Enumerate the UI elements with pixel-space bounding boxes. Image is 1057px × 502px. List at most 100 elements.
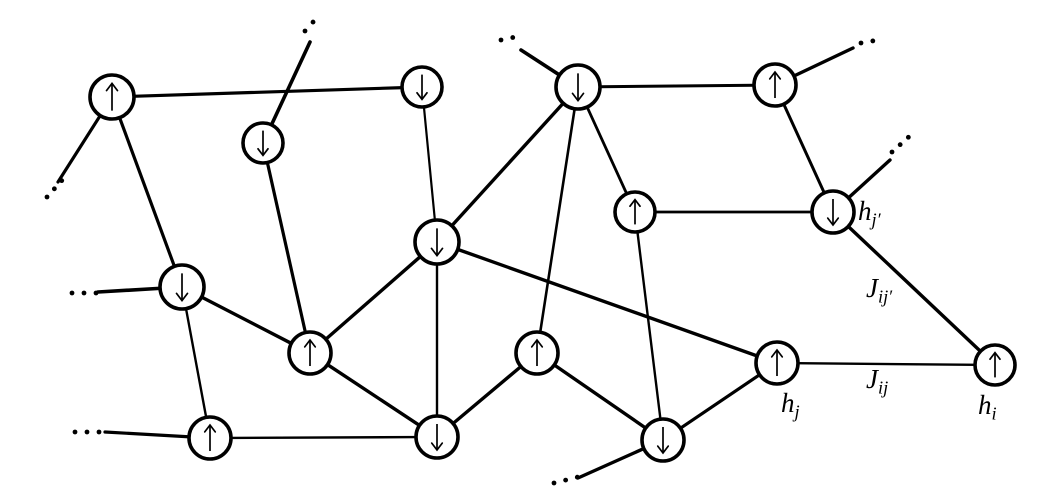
ellipsis-bottom-center bbox=[551, 474, 580, 486]
spin-node-n4[interactable] bbox=[554, 63, 602, 111]
stub-top-center bbox=[519, 48, 563, 78]
graph-edge-n11-n15 bbox=[450, 364, 524, 426]
arrow-head bbox=[989, 351, 1001, 361]
ellipsis-top-center bbox=[498, 35, 516, 43]
spin-node-n3[interactable] bbox=[400, 65, 444, 109]
ellipsis-dot bbox=[69, 290, 75, 296]
graph-edge-n3-n7 bbox=[422, 104, 437, 223]
ellipsis-top-left bbox=[302, 19, 316, 34]
spin-down-arrow-icon bbox=[430, 228, 444, 258]
ellipsis-dot bbox=[84, 429, 90, 435]
graph-edge-n4-n5 bbox=[597, 83, 757, 89]
label-J-ijprime: Jij′ bbox=[866, 275, 892, 306]
label-h-jprime: hj′ bbox=[858, 198, 881, 229]
spin-down-arrow-icon bbox=[571, 73, 585, 103]
ellipsis-mid-left bbox=[69, 290, 99, 296]
spin-node-n12[interactable] bbox=[754, 340, 800, 386]
spin-node-n7[interactable] bbox=[413, 218, 461, 266]
ellipsis-dot bbox=[44, 194, 50, 200]
spin-down-arrow-icon bbox=[175, 273, 189, 303]
graph-edge-n8-n16 bbox=[636, 229, 662, 422]
ellipsis-dot bbox=[889, 149, 895, 155]
spin-node-n14[interactable] bbox=[187, 415, 233, 461]
spin-up-arrow-icon bbox=[989, 351, 1001, 378]
graph-edge-n7-n10 bbox=[323, 253, 424, 342]
ellipsis-top-right bbox=[858, 38, 876, 46]
arrow-head bbox=[257, 147, 269, 157]
stub-top-right bbox=[791, 46, 855, 79]
label-base: J bbox=[866, 364, 878, 394]
label-subscript: i bbox=[991, 403, 997, 424]
spin-node-n1[interactable] bbox=[88, 73, 136, 121]
label-base: h bbox=[781, 388, 795, 418]
label-base: J bbox=[866, 273, 878, 303]
ellipsis-upper-left bbox=[44, 178, 65, 200]
label-base: h bbox=[978, 390, 992, 420]
arrow-head bbox=[530, 338, 544, 348]
graph-edge-n10-n15 bbox=[324, 362, 423, 428]
spin-down-arrow-icon bbox=[257, 130, 269, 157]
arrow-head bbox=[175, 292, 189, 303]
arrow-head bbox=[770, 348, 784, 358]
spin-node-n13[interactable] bbox=[973, 343, 1017, 387]
graph-edge-n5-n9 bbox=[781, 101, 827, 196]
stub-bottom-center bbox=[576, 446, 647, 480]
spin-up-arrow-icon bbox=[770, 348, 784, 377]
ellipsis-dot bbox=[574, 474, 580, 480]
spin-node-n10[interactable] bbox=[287, 330, 333, 376]
ellipsis-dot bbox=[870, 38, 876, 44]
spin-up-arrow-icon bbox=[768, 70, 782, 99]
arrow-head bbox=[656, 445, 670, 455]
spin-down-arrow-icon bbox=[416, 74, 428, 101]
ellipsis-dot bbox=[858, 40, 864, 46]
graph-edge-n6-n14 bbox=[184, 306, 208, 420]
arrow-head bbox=[105, 81, 119, 92]
ellipsis-dot bbox=[96, 429, 102, 435]
ellipsis-dot bbox=[302, 28, 308, 34]
label-subscript: ij′ bbox=[877, 286, 893, 307]
ellipsis-dot bbox=[81, 290, 87, 296]
ellipsis-dot bbox=[93, 290, 99, 296]
spin-down-arrow-icon bbox=[826, 198, 840, 227]
graph-edge-n4-n11 bbox=[538, 106, 577, 335]
arrow-head bbox=[430, 247, 444, 258]
label-h-j: hj bbox=[781, 390, 800, 421]
arrow-head bbox=[203, 423, 217, 433]
ellipsis-dot bbox=[897, 142, 903, 148]
edges-layer bbox=[117, 83, 984, 440]
label-base: h bbox=[858, 196, 872, 226]
spin-nodes-layer bbox=[88, 62, 1017, 463]
ellipsis-lower-left bbox=[72, 429, 102, 435]
spin-down-arrow-icon bbox=[430, 423, 444, 452]
arrow-head bbox=[571, 92, 585, 103]
arrow-head bbox=[826, 217, 840, 227]
spin-node-n9[interactable] bbox=[810, 189, 856, 235]
spin-up-arrow-icon bbox=[105, 81, 119, 111]
label-J-ij: Jij bbox=[866, 366, 888, 397]
graph-edge-n1-n6 bbox=[117, 114, 177, 270]
spin-up-arrow-icon bbox=[629, 198, 641, 225]
spin-node-n11[interactable] bbox=[514, 330, 560, 376]
spin-node-n16[interactable] bbox=[640, 417, 686, 463]
spin-node-n6[interactable] bbox=[158, 263, 206, 311]
ellipsis-dot bbox=[310, 19, 316, 25]
label-subscript: ij bbox=[877, 377, 889, 398]
spin-down-arrow-icon bbox=[656, 426, 670, 455]
spin-node-n15[interactable] bbox=[414, 414, 460, 460]
stub-mid-left bbox=[96, 286, 164, 294]
graph-edge-n9-n13 bbox=[845, 223, 984, 354]
ellipsis-right-upper bbox=[889, 134, 911, 155]
arrow-head bbox=[430, 442, 444, 452]
graph-edge-n4-n7 bbox=[449, 100, 566, 229]
graph-edge-n11-n16 bbox=[551, 362, 649, 431]
arrow-head bbox=[629, 198, 641, 208]
ellipsis-dot bbox=[563, 477, 569, 483]
spin-node-n2[interactable] bbox=[241, 121, 285, 165]
ellipsis-dot bbox=[551, 480, 557, 486]
spin-node-n5[interactable] bbox=[752, 62, 798, 108]
spin-up-arrow-icon bbox=[203, 423, 217, 452]
ellipsis-dots-layer bbox=[44, 19, 911, 486]
spin-node-n8[interactable] bbox=[613, 190, 657, 234]
